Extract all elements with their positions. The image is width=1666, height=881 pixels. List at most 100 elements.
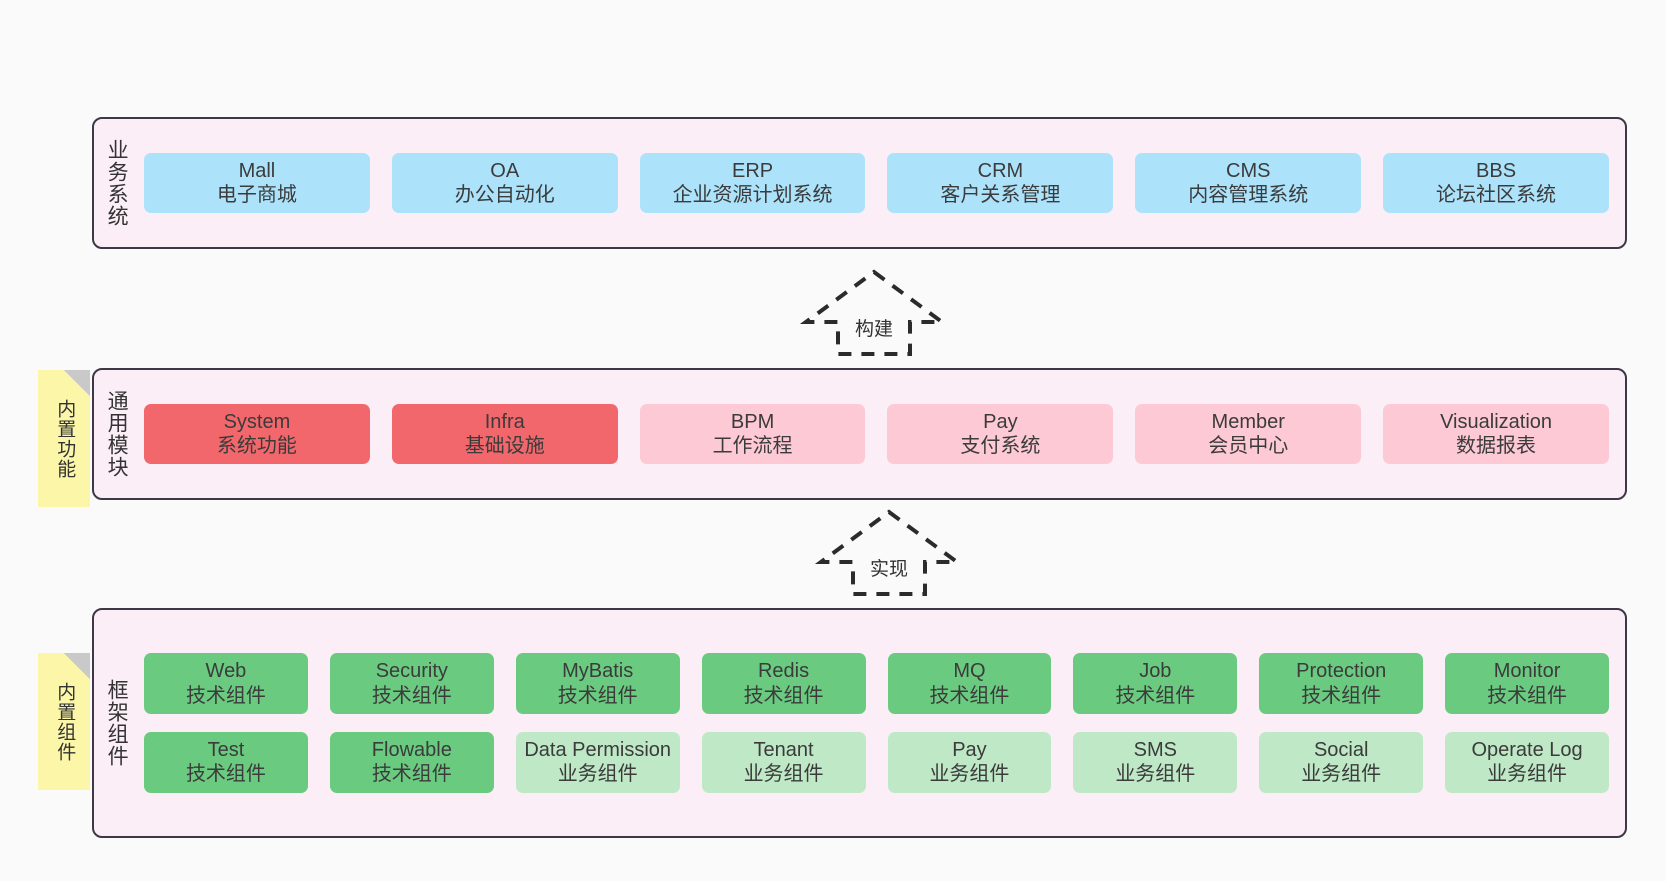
layer-title-framework-components: 框架组件	[105, 679, 129, 767]
node-pay[interactable]: Pay 支付系统	[887, 403, 1114, 465]
node-subtitle: 技术组件	[185, 684, 266, 707]
node-title: Pay	[952, 739, 987, 761]
node-subtitle: 技术组件	[1115, 684, 1196, 707]
node-subtitle: 论坛社区系统	[1436, 184, 1557, 206]
node-monitor[interactable]: Monitor 技术组件	[1445, 653, 1609, 714]
layer-framework-components: 框架组件 Web 技术组件 Security 技术组件 MyBatis 技术组件…	[92, 608, 1627, 838]
node-system[interactable]: System 系统功能	[144, 403, 370, 465]
implement-arrow-icon	[814, 509, 964, 596]
node-subtitle: 技术组件	[371, 684, 452, 707]
node-subtitle: 技术组件	[185, 763, 266, 786]
node-subtitle: 基础设施	[464, 435, 545, 457]
connector-build: 构建	[799, 268, 949, 356]
node-oa[interactable]: OA 办公自动化	[391, 152, 618, 214]
layer-body-framework-components: Web 技术组件 Security 技术组件 MyBatis 技术组件 Redi…	[138, 610, 1625, 836]
layer-body-business-systems: Mall 电子商城 OA 办公自动化 ERP 企业资源计划系统 CRM 客户关系…	[138, 119, 1625, 247]
node-subtitle: 数据报表	[1456, 435, 1537, 457]
node-title: System	[223, 410, 291, 433]
node-title: Social	[1313, 739, 1369, 761]
node-subtitle: 业务组件	[1487, 763, 1568, 786]
node-redis[interactable]: Redis 技术组件	[701, 653, 866, 714]
node-title: Flowable	[371, 739, 452, 761]
node-subtitle: 业务组件	[743, 763, 824, 786]
node-subtitle: 客户关系管理	[940, 184, 1061, 206]
node-subtitle: 办公自动化	[454, 184, 555, 206]
node-title: Test	[207, 739, 245, 761]
node-pay-component[interactable]: Pay 业务组件	[887, 732, 1052, 793]
node-subtitle: 内容管理系统	[1188, 184, 1309, 206]
node-security[interactable]: Security 技术组件	[329, 653, 494, 714]
node-infra[interactable]: Infra 基础设施	[391, 403, 618, 465]
node-title: Redis	[757, 660, 810, 683]
node-title: Visualization	[1440, 410, 1553, 433]
node-title: Data Permission	[524, 739, 672, 761]
node-cms[interactable]: CMS 内容管理系统	[1135, 152, 1362, 214]
node-subtitle: 技术组件	[557, 684, 638, 707]
node-title: BPM	[730, 410, 775, 433]
node-subtitle: 业务组件	[557, 763, 638, 786]
node-subtitle: 会员中心	[1208, 435, 1289, 457]
node-web[interactable]: Web 技术组件	[144, 653, 308, 714]
node-title: Operate Log	[1471, 739, 1583, 761]
node-title: MyBatis	[562, 660, 634, 683]
node-sms[interactable]: SMS 业务组件	[1073, 732, 1238, 793]
layer-title-business-systems: 业务系统	[105, 139, 129, 227]
node-bbs[interactable]: BBS 论坛社区系统	[1383, 152, 1609, 214]
node-tenant[interactable]: Tenant 业务组件	[701, 732, 866, 793]
row-framework-tech: Web 技术组件 Security 技术组件 MyBatis 技术组件 Redi…	[144, 653, 1609, 714]
node-subtitle: 技术组件	[1301, 684, 1382, 707]
node-crm[interactable]: CRM 客户关系管理	[887, 152, 1114, 214]
node-operate-log[interactable]: Operate Log 业务组件	[1445, 732, 1609, 793]
node-protection[interactable]: Protection 技术组件	[1259, 653, 1424, 714]
node-mybatis[interactable]: MyBatis 技术组件	[515, 653, 680, 714]
node-title: OA	[490, 159, 520, 182]
node-subtitle: 企业资源计划系统	[672, 184, 833, 206]
node-subtitle: 业务组件	[1301, 763, 1382, 786]
node-flowable[interactable]: Flowable 技术组件	[329, 732, 494, 793]
node-title: Web	[205, 660, 247, 683]
node-subtitle: 业务组件	[1115, 763, 1196, 786]
node-subtitle: 技术组件	[743, 684, 824, 707]
node-title: Infra	[484, 410, 525, 433]
node-subtitle: 电子商城	[216, 184, 297, 206]
row-framework-business: Test 技术组件 Flowable 技术组件 Data Permission …	[144, 732, 1609, 793]
node-title: Protection	[1296, 660, 1387, 683]
node-mq[interactable]: MQ 技术组件	[887, 653, 1052, 714]
sticky-note-label: 内置组件	[54, 681, 76, 762]
node-title: Mall	[238, 159, 276, 182]
node-title: Member	[1211, 410, 1285, 433]
node-title: CRM	[977, 159, 1024, 182]
node-bpm[interactable]: BPM 工作流程	[639, 403, 866, 465]
node-subtitle: 工作流程	[712, 435, 793, 457]
layer-business-systems: 业务系统 Mall 电子商城 OA 办公自动化 ERP 企业资源计划系统 CRM…	[92, 117, 1627, 249]
node-job[interactable]: Job 技术组件	[1073, 653, 1238, 714]
node-title: BBS	[1476, 159, 1517, 182]
node-data-permission[interactable]: Data Permission 业务组件	[515, 732, 680, 793]
row-business-systems: Mall 电子商城 OA 办公自动化 ERP 企业资源计划系统 CRM 客户关系…	[144, 152, 1609, 214]
layer-title-common-modules: 通用模块	[105, 390, 129, 478]
node-title: Pay	[983, 410, 1018, 433]
node-title: MQ	[953, 660, 986, 683]
node-subtitle: 技术组件	[929, 684, 1010, 707]
node-test[interactable]: Test 技术组件	[144, 732, 308, 793]
build-arrow-icon	[799, 269, 949, 356]
connector-build-label: 构建	[851, 314, 897, 341]
node-mall[interactable]: Mall 电子商城	[144, 152, 370, 214]
connector-implement-label: 实现	[866, 554, 912, 581]
node-member[interactable]: Member 会员中心	[1135, 403, 1362, 465]
node-title: ERP	[732, 159, 774, 182]
sticky-note-label: 内置功能	[54, 398, 76, 479]
node-subtitle: 技术组件	[1487, 684, 1568, 707]
layer-common-modules: 通用模块 System 系统功能 Infra 基础设施 BPM 工作流程 Pay…	[92, 368, 1627, 500]
node-title: Tenant	[753, 739, 814, 761]
node-title: CMS	[1226, 159, 1271, 182]
row-common-modules: System 系统功能 Infra 基础设施 BPM 工作流程 Pay 支付系统…	[144, 403, 1609, 465]
node-title: SMS	[1133, 739, 1177, 761]
node-visualization[interactable]: Visualization 数据报表	[1383, 403, 1609, 465]
node-social[interactable]: Social 业务组件	[1259, 732, 1424, 793]
node-title: Monitor	[1493, 660, 1561, 683]
connector-implement: 实现	[814, 508, 964, 596]
sticky-note-builtin-components: 内置组件	[38, 653, 90, 790]
node-erp[interactable]: ERP 企业资源计划系统	[639, 152, 866, 214]
node-subtitle: 业务组件	[929, 763, 1010, 786]
